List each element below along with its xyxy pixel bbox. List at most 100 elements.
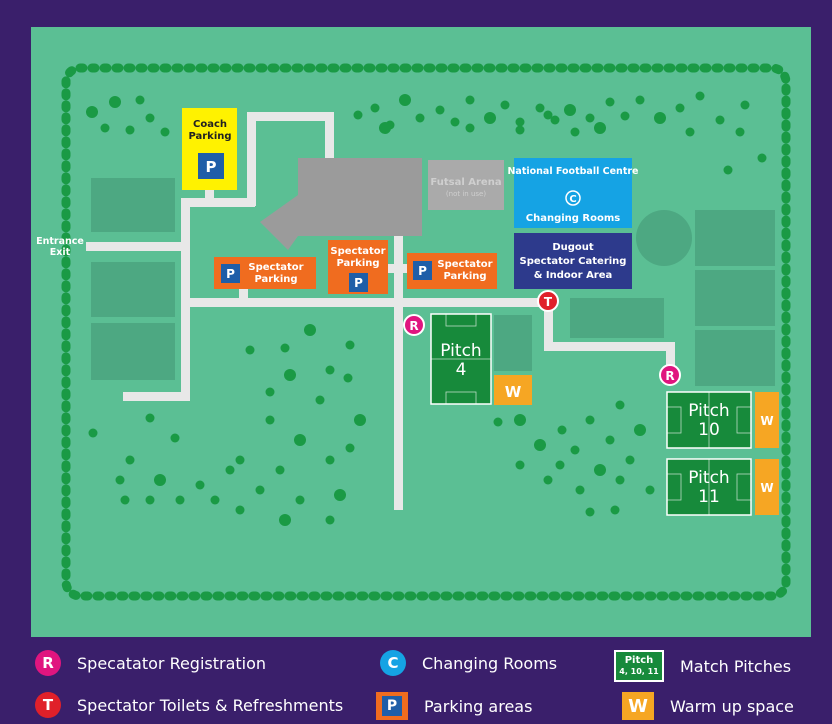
toilets-marker[interactable]: T xyxy=(537,290,559,312)
changing-rooms-icon xyxy=(565,190,581,206)
pitch-icon-word: Pitch xyxy=(624,655,654,666)
tree xyxy=(465,123,475,133)
changing-rooms-label: Changing Rooms xyxy=(526,213,621,224)
main-building xyxy=(260,158,422,250)
tree xyxy=(543,110,553,120)
tree xyxy=(620,111,630,121)
futsal-arena-label: Futsal Arena xyxy=(430,177,501,188)
tree xyxy=(493,417,503,427)
tree xyxy=(605,97,615,107)
dugout-line3: & Indoor Area xyxy=(534,270,613,281)
tree xyxy=(354,414,366,426)
parking-symbol: P xyxy=(206,158,217,176)
futsal-arena-note: (not in use) xyxy=(446,190,486,198)
scattered-trees xyxy=(86,91,767,526)
parking-icon xyxy=(413,261,432,280)
pitch-10[interactable]: Pitch 10 xyxy=(666,391,752,449)
tree xyxy=(125,125,135,135)
tree xyxy=(345,443,355,453)
legend-parking: P Parking areas xyxy=(376,692,532,720)
tree xyxy=(284,369,296,381)
pitch-10-number: 10 xyxy=(698,420,720,440)
registration-marker-pitch-4[interactable]: R xyxy=(403,314,425,336)
legend-match: Pitch 4, 10, 11 Match Pitches xyxy=(614,650,791,682)
registration-marker-east[interactable]: R xyxy=(659,364,681,386)
tree xyxy=(295,495,305,505)
legend-warmup: W Warm up space xyxy=(622,692,794,720)
registration-symbol: R xyxy=(665,369,674,383)
tree xyxy=(610,505,620,515)
tree xyxy=(435,105,445,115)
parking-icon xyxy=(221,264,240,283)
national-football-centre[interactable] xyxy=(514,158,632,228)
parking-symbol: P xyxy=(226,267,235,281)
legend-parking-label: Parking areas xyxy=(424,696,533,716)
tree xyxy=(265,387,275,397)
tree xyxy=(735,127,745,137)
training-pitches xyxy=(91,178,775,386)
site-map: Futsal Arena (not in use) National Footb… xyxy=(31,27,811,637)
pitch-10-word: Pitch xyxy=(688,401,729,421)
tree xyxy=(500,100,510,110)
pitch-4-number: 4 xyxy=(456,360,467,380)
tree xyxy=(109,96,121,108)
entrance-label: Entrance xyxy=(36,236,84,247)
toilets-symbol: T xyxy=(544,295,553,309)
tree xyxy=(757,153,767,163)
training-pitch xyxy=(695,210,775,266)
tree xyxy=(225,465,235,475)
tree xyxy=(557,425,567,435)
tree xyxy=(154,474,166,486)
tree-border xyxy=(61,63,791,601)
legend-warmup-label: Warm up space xyxy=(670,696,794,716)
tree xyxy=(484,112,496,124)
tree xyxy=(534,439,546,451)
dugout-title: Dugout xyxy=(552,242,594,253)
tree xyxy=(115,475,125,485)
training-pitch xyxy=(494,315,532,371)
dugout-building[interactable] xyxy=(514,233,632,289)
exit-label: Exit xyxy=(50,247,71,258)
tree xyxy=(575,485,585,495)
tree xyxy=(555,460,565,470)
pitch-11-word: Pitch xyxy=(688,468,729,488)
pitch-11[interactable]: Pitch 11 xyxy=(666,458,752,516)
pitch-4[interactable]: Pitch 4 xyxy=(430,313,492,405)
tree xyxy=(564,104,576,116)
parking-icon xyxy=(198,153,224,179)
parking-symbol: P xyxy=(354,276,363,290)
registration-icon: R xyxy=(35,650,61,676)
tree xyxy=(654,112,666,124)
legend-toilets: T Spectator Toilets & Refreshments xyxy=(35,692,343,718)
dugout-line2: Spectator Catering xyxy=(520,256,627,267)
futsal-arena xyxy=(428,160,504,210)
warmup-symbol: W xyxy=(760,414,773,428)
tree xyxy=(570,445,580,455)
toilets-icon: T xyxy=(35,692,61,718)
warmup-symbol: W xyxy=(760,481,773,495)
tree xyxy=(275,465,285,475)
changing-rooms-icon: C xyxy=(380,650,406,676)
tree xyxy=(255,485,265,495)
tree xyxy=(515,117,525,127)
tree xyxy=(535,103,545,113)
parking-icon: P xyxy=(376,692,408,720)
paths xyxy=(86,112,675,510)
parking-symbol: P xyxy=(418,264,427,278)
tree xyxy=(294,434,306,446)
tree xyxy=(195,480,205,490)
tree xyxy=(723,165,733,175)
tree xyxy=(315,395,325,405)
tree xyxy=(170,433,180,443)
tree xyxy=(160,127,170,137)
tree xyxy=(605,435,615,445)
tree xyxy=(645,485,655,495)
training-pitch xyxy=(91,262,175,317)
warmup-space-pitch-11 xyxy=(755,459,779,515)
tree xyxy=(245,345,255,355)
tree xyxy=(353,110,363,120)
tree xyxy=(265,415,275,425)
training-pitch xyxy=(695,330,775,386)
tree xyxy=(715,115,725,125)
